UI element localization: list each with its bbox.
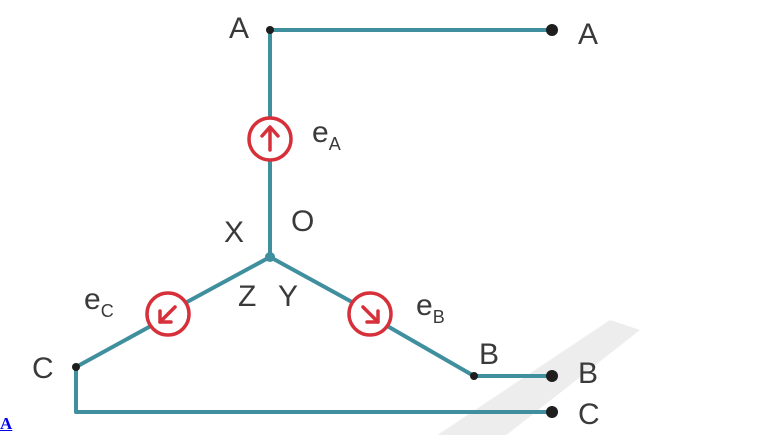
label-z: Z: [238, 280, 256, 313]
wire-phase-c: [74, 365, 554, 414]
junction-b-left: [470, 372, 478, 380]
junction-c-left: [72, 363, 80, 371]
terminal-dot-c-right: [546, 406, 558, 418]
terminal-dot-a-right: [546, 24, 558, 36]
wire-phase-a: [268, 28, 554, 120]
label-b-left: B: [479, 338, 499, 371]
label-e-a: eA: [312, 116, 341, 154]
label-x: X: [224, 216, 244, 249]
label-b-right: B: [578, 357, 598, 390]
neutral-dot: [265, 252, 275, 262]
label-o: O: [291, 205, 314, 238]
source-b-icon: [347, 291, 393, 337]
corner-link[interactable]: A: [0, 414, 13, 433]
wire-source-c-to-terminal-c: [74, 325, 151, 369]
junction-a-left: [266, 26, 274, 34]
label-a-left: A: [229, 12, 249, 45]
terminal-dot-b-right: [546, 370, 558, 382]
wire-phase-b: [387, 325, 554, 378]
label-y: Y: [278, 280, 298, 313]
label-c-left: C: [32, 352, 54, 385]
label-c-right: C: [578, 398, 600, 431]
label-e-c: eC: [84, 283, 114, 321]
wire-neutral-to-source-b: [268, 255, 354, 304]
source-a-icon: [247, 116, 293, 162]
source-c-icon: [145, 291, 191, 337]
label-e-b: eB: [416, 289, 445, 327]
wire-neutral-to-source-c: [185, 255, 272, 304]
label-a-right: A: [578, 18, 598, 51]
